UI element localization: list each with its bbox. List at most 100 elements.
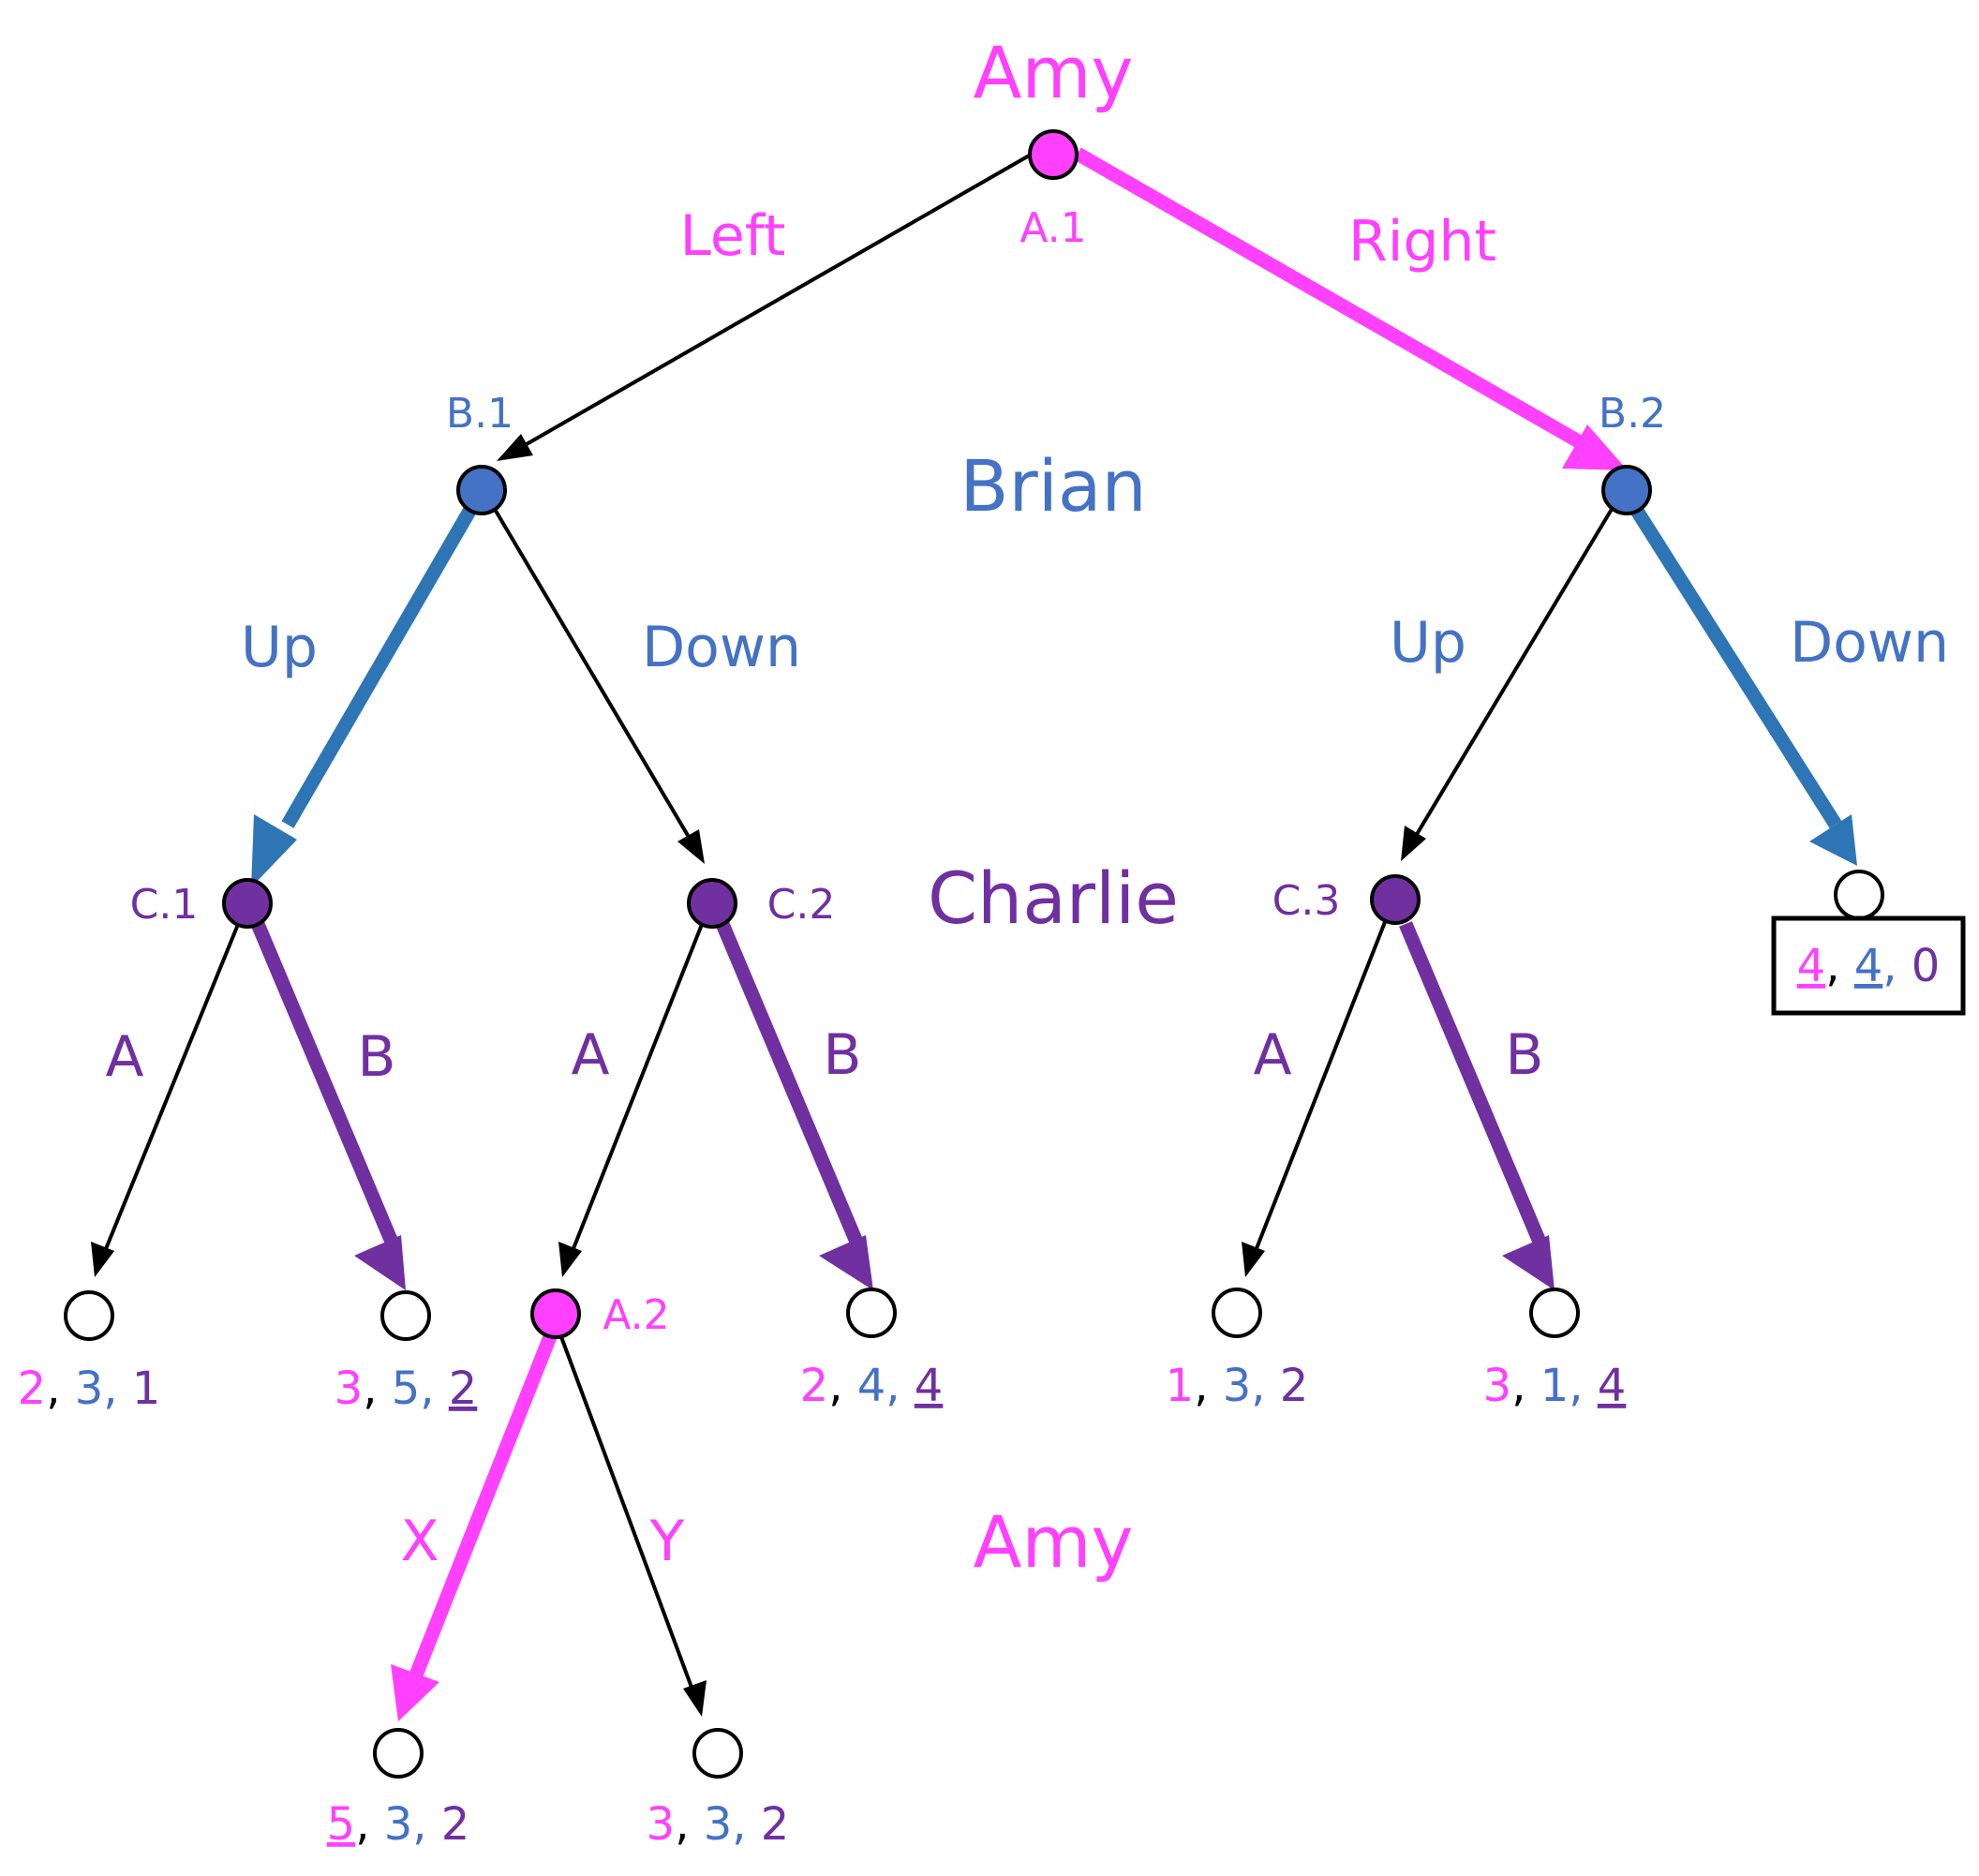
terminal-c1-a (64, 1290, 114, 1341)
payoff-charlie-best: 2 (449, 1362, 478, 1415)
payoff-a2-x: 5, 3, 2 (327, 1798, 470, 1851)
edge-b1-down (491, 504, 697, 850)
payoff-brian: 3 (704, 1798, 733, 1851)
payoff-brian: 3 (384, 1798, 413, 1851)
node-c3 (1370, 874, 1421, 925)
payoff-c3-b: 3, 1, 4 (1483, 1360, 1627, 1412)
payoff-amy: 2 (18, 1362, 47, 1415)
arrowhead-a1-left (497, 434, 533, 461)
edge-c2-a (567, 921, 705, 1261)
payoff-sep: , (1511, 1360, 1540, 1412)
edge-b1-up (281, 504, 478, 828)
node-id-a2: A.2 (603, 1291, 669, 1339)
payoff-sep: , (420, 1362, 449, 1415)
payoff-charlie: 2 (1280, 1360, 1309, 1412)
payoff-amy: 1 (1166, 1360, 1195, 1412)
payoff-charlie: 2 (441, 1798, 470, 1851)
payoff-b2-down: 4, 4, 0 (1797, 940, 1941, 992)
payoff-amy: 3 (1483, 1360, 1512, 1412)
arrowhead-b2-down (1809, 814, 1857, 866)
payoff-charlie-best: 4 (915, 1360, 944, 1412)
terminal-c3-a (1212, 1288, 1262, 1338)
payoff-brian: 3 (1223, 1360, 1252, 1412)
node-b2 (1601, 465, 1652, 515)
node-id-a1: A.1 (1019, 204, 1086, 252)
payoff-sep: , (885, 1360, 915, 1412)
move-label-c2-a: A (571, 1022, 609, 1088)
move-label-a2-y: Y (649, 1509, 685, 1574)
node-a1 (1028, 129, 1079, 180)
payoff-sep: , (46, 1362, 75, 1415)
move-label-c2-b: B (823, 1022, 861, 1088)
node-b1 (456, 465, 507, 515)
payoff-sep: , (1251, 1360, 1280, 1412)
player-label-brian: Brian (960, 444, 1146, 528)
decision-nodes (222, 129, 1652, 1339)
move-label-c3-a: A (1253, 1022, 1291, 1088)
edge-b2-up (1408, 504, 1615, 847)
player-label-amy-bottom: Amy (974, 1500, 1134, 1584)
node-a2 (530, 1288, 581, 1339)
payoff-sep: , (732, 1798, 761, 1851)
payoff-sep: , (1825, 940, 1854, 992)
move-label-b1-up: Up (241, 615, 318, 680)
move-label-a2-x: X (400, 1509, 439, 1574)
payoff-sep: , (412, 1798, 441, 1851)
edge-a2-x (409, 1332, 558, 1680)
payoff-amy: 2 (800, 1360, 829, 1412)
payoff-sep: , (1194, 1360, 1223, 1412)
payoff-c3-a: 1, 3, 2 (1166, 1360, 1309, 1412)
node-id-b2: B.2 (1599, 390, 1666, 438)
payoff-sep: , (828, 1360, 857, 1412)
arrowhead-c2-b (819, 1235, 873, 1290)
move-label-b2-up: Up (1390, 610, 1466, 676)
arrowhead-a1-right (1562, 424, 1628, 470)
node-id-c1: C.1 (130, 881, 199, 929)
move-label-b2-down: Down (1790, 610, 1949, 676)
move-label-c3-b: B (1505, 1022, 1543, 1088)
terminal-c2-b (846, 1288, 897, 1338)
arrowhead-b1-down (677, 829, 705, 864)
payoff-amy: 3 (647, 1798, 676, 1851)
payoff-amy: 3 (335, 1362, 364, 1415)
arrowhead-c2-a (558, 1242, 582, 1277)
node-c2 (687, 878, 737, 929)
payoff-charlie: 1 (132, 1362, 161, 1415)
payoff-brian: 5 (392, 1362, 421, 1415)
edge-c2-b (716, 921, 865, 1249)
arrowhead-b1-up (251, 814, 297, 887)
arrowhead-c1-a (91, 1242, 114, 1277)
payoff-sep: , (355, 1798, 384, 1851)
node-id-c3: C.3 (1272, 877, 1341, 925)
move-label-a1-right: Right (1348, 209, 1496, 275)
equilibrium-outcome-box (1771, 916, 1966, 1016)
edge-c3-b (1399, 921, 1548, 1249)
equilibrium-edges (251, 147, 1857, 1721)
payoff-sep: , (103, 1362, 132, 1415)
payoff-c1-a: 2, 3, 1 (18, 1362, 161, 1415)
terminal-b2-down (1834, 870, 1884, 920)
payoff-brian-best: 4 (1854, 940, 1883, 992)
edge-a2-y (558, 1333, 698, 1701)
payoff-labels: 2, 3, 1 3, 5, 2 2, 4, 4 1, 3, 2 3, 1, 4 … (18, 940, 1941, 1851)
payoff-charlie: 2 (761, 1798, 790, 1851)
arrowhead-c3-a (1242, 1242, 1265, 1277)
player-labels: Amy Brian Charlie Amy (928, 31, 1179, 1584)
edge-c3-a (1250, 921, 1387, 1261)
player-label-charlie: Charlie (928, 856, 1179, 940)
terminal-c1-b (380, 1290, 431, 1341)
edge-b2-down (1629, 503, 1842, 829)
terminal-c3-b (1529, 1288, 1580, 1338)
move-label-b1-down: Down (642, 615, 801, 680)
payoff-charlie: 0 (1912, 940, 1941, 992)
move-label-c1-a: A (105, 1024, 143, 1090)
edge-a1-right (1074, 147, 1585, 450)
edge-c1-b (251, 921, 400, 1249)
edge-a1-left (513, 153, 1032, 454)
terminal-a2-x (373, 1728, 424, 1779)
payoff-sep: , (1569, 1360, 1598, 1412)
move-label-c1-b: B (357, 1024, 395, 1090)
payoff-charlie-best: 4 (1598, 1360, 1627, 1412)
terminal-a2-y (692, 1728, 743, 1779)
